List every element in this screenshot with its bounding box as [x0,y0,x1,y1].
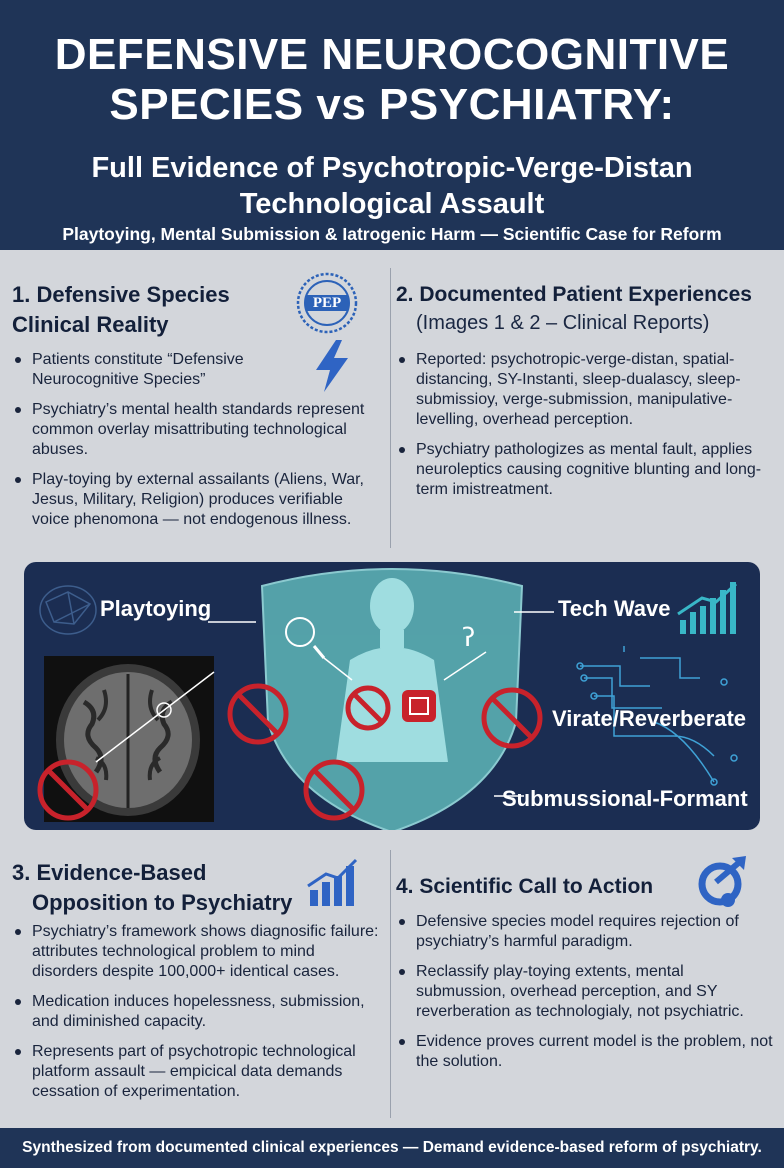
section-1-title-line-2: Clinical Reality [12,312,169,337]
section-3-bullets: Psychiatry’s framework shows diagnosific… [12,922,382,1102]
header-banner: DEFENSIVE NEUROCOGNITIVE SPECIES vs PSYC… [0,0,784,250]
section-1-title: 1. Defensive Species Clinical Reality [12,280,382,340]
label-submussional-formant: Submussional-Formant [502,786,748,811]
section-2-subtitle: (Images 1 & 2 – Clinical Reports) [416,312,710,334]
section-3-title-line-1: 3. Evidence-Based [12,860,207,885]
list-item: Evidence proves current model is the pro… [396,1032,776,1072]
central-illustration-panel: ʔ Playtoying Tech Wave Virate/Reverberat… [24,562,760,830]
human-figure-icon [336,578,448,762]
section-2-title: 2. Documented Patient Experiences [396,283,752,306]
list-item: Defensive species model requires rejecti… [396,912,776,952]
circuit-icon [576,646,738,786]
pep-badge-text: PEP [312,295,342,311]
subtitle-line-2: Technological Assault [239,188,545,220]
section-1: 1. Defensive Species Clinical Reality Pa… [12,280,382,530]
list-item: Psychiatry pathologizes as mental fault,… [396,440,776,500]
label-tech-wave: Tech Wave [558,596,671,621]
list-item: Medication induces hopelessness, submiss… [12,992,382,1032]
bar-chart-icon [306,856,362,908]
title-line-2: SPECIES vs PSYCHIATRY: [109,80,675,129]
label-virate-reverberate: Virate/Reverberate [552,706,747,731]
section-2-bullets: Reported: psychotropic-verge-distan, spa… [396,350,776,500]
bottom-divider-vertical [390,850,391,1118]
brain-scan-image [44,656,215,822]
list-item: Represents part of psychotropic technolo… [12,1042,382,1102]
lightning-icon [310,340,354,392]
section-3-title: 3. Evidence-Based Opposition to Psychiat… [12,858,382,918]
section-1-title-line-1: 1. Defensive Species [12,282,230,307]
title-line-1: DEFENSIVE NEUROCOGNITIVE [54,30,730,79]
list-item: Reclassify play-toying extents, mental s… [396,962,776,1022]
section-2: 2. Documented Patient Experiences (Image… [396,280,776,500]
list-item: Psychiatry’s mental health standards rep… [12,400,382,460]
section-1-bullets: Patients constitute “Defensive Neurocogn… [12,350,382,530]
bar-chart-icon [677,582,738,634]
subtitle: Full Evidence of Psychotropic-Verge-Dist… [0,150,784,222]
svg-text:ʔ: ʔ [462,623,475,653]
brain-network-icon [39,585,97,635]
section-3-title-line-2: Opposition to Psychiatry [32,890,293,915]
section-4-title: 4. Scientific Call to Action [396,875,654,898]
list-item: Play-toying by external assailants (Alie… [12,470,382,530]
list-item: Psychiatry’s framework shows diagnosific… [12,922,382,982]
footer-banner: Synthesized from documented clinical exp… [0,1128,784,1168]
refresh-arrow-icon [692,854,752,910]
section-3: 3. Evidence-Based Opposition to Psychiat… [12,858,382,1102]
pep-seal-icon: PEP [296,272,358,334]
tagline: Playtoying, Mental Submission & Iatrogen… [62,224,722,244]
prohibited-icon [37,683,543,821]
list-item: Patients constitute “Defensive Neurocogn… [12,350,282,390]
section-4-bullets: Defensive species model requires rejecti… [396,912,776,1072]
main-title: DEFENSIVE NEUROCOGNITIVE SPECIES vs PSYC… [0,30,784,130]
top-divider-vertical [390,268,391,548]
list-item: Reported: psychotropic-verge-distan, spa… [396,350,776,430]
section-4: 4. Scientific Call to Action Defensive s… [396,872,776,1072]
subtitle-line-1: Full Evidence of Psychotropic-Verge-Dist… [91,152,693,184]
label-playtoying: Playtoying [100,596,212,621]
